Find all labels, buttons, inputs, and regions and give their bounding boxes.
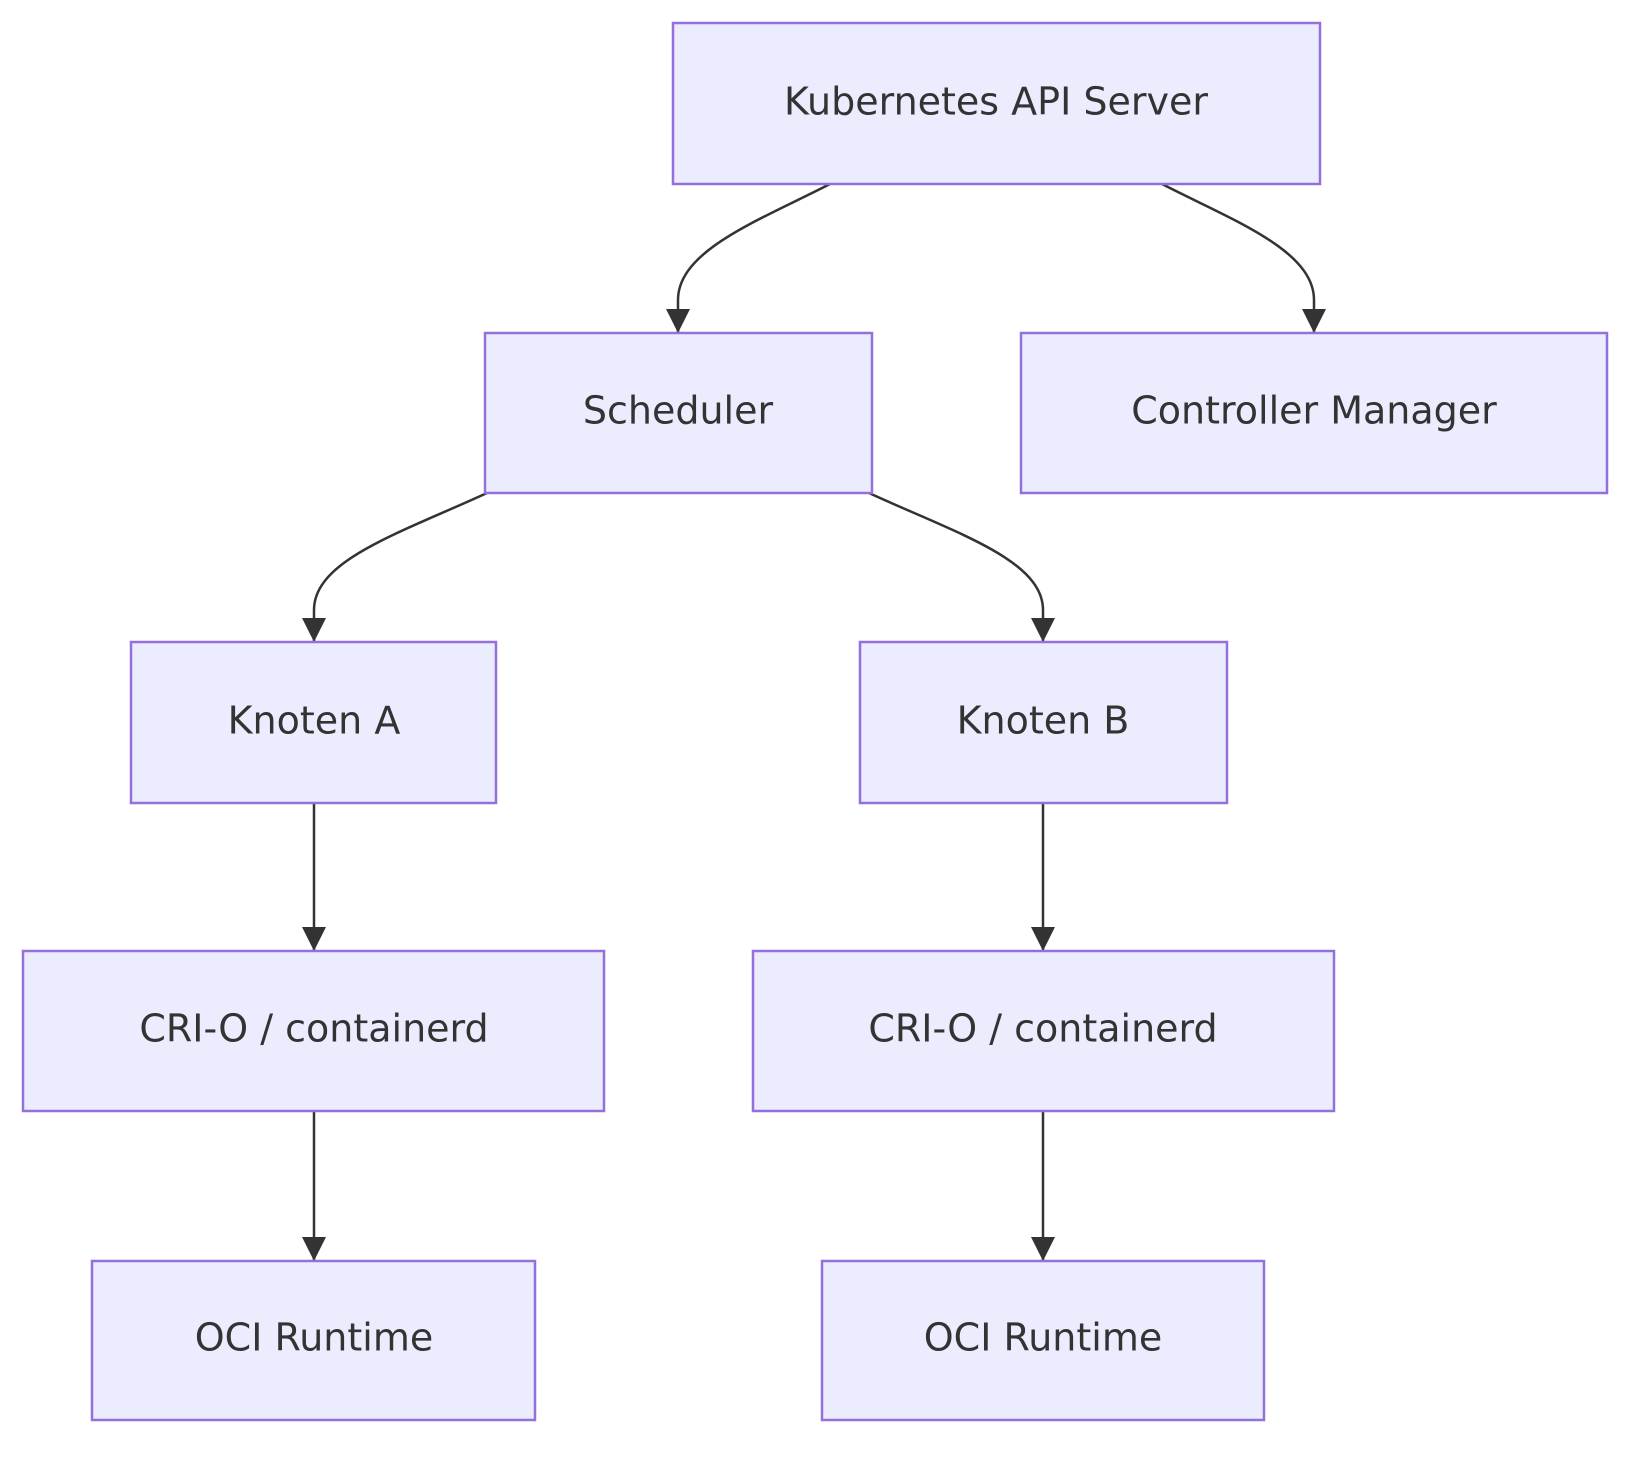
node-label: Controller Manager <box>1131 389 1497 433</box>
node-knoten-a[interactable]: Knoten A <box>129 640 498 805</box>
edge-scheduler-to-knoten-a <box>302 491 488 642</box>
edges <box>302 182 1326 1261</box>
node-label: Scheduler <box>583 389 774 433</box>
node-label: Kubernetes API Server <box>784 80 1208 124</box>
edge-api-to-scheduler <box>666 182 831 333</box>
node-knoten-b[interactable]: Knoten B <box>858 640 1229 805</box>
node-label: Knoten A <box>228 699 401 743</box>
node-label: Knoten B <box>957 699 1130 743</box>
node-label: CRI-O / containerd <box>868 1007 1217 1051</box>
node-oci-runtime-b[interactable]: OCI Runtime <box>820 1259 1266 1422</box>
node-oci-runtime-a[interactable]: OCI Runtime <box>90 1259 537 1422</box>
edge-api-to-controller-manager <box>1161 182 1326 333</box>
node-scheduler[interactable]: Scheduler <box>483 331 874 495</box>
node-kubernetes-api-server[interactable]: Kubernetes API Server <box>671 21 1322 186</box>
edge-scheduler-to-knoten-b <box>868 491 1055 642</box>
node-crio-containerd-b[interactable]: CRI-O / containerd <box>751 949 1336 1113</box>
node-label: OCI Runtime <box>195 1316 433 1360</box>
node-controller-manager[interactable]: Controller Manager <box>1019 331 1609 495</box>
node-label: OCI Runtime <box>924 1316 1162 1360</box>
node-label: CRI-O / containerd <box>139 1007 488 1051</box>
node-crio-containerd-a[interactable]: CRI-O / containerd <box>21 949 606 1113</box>
